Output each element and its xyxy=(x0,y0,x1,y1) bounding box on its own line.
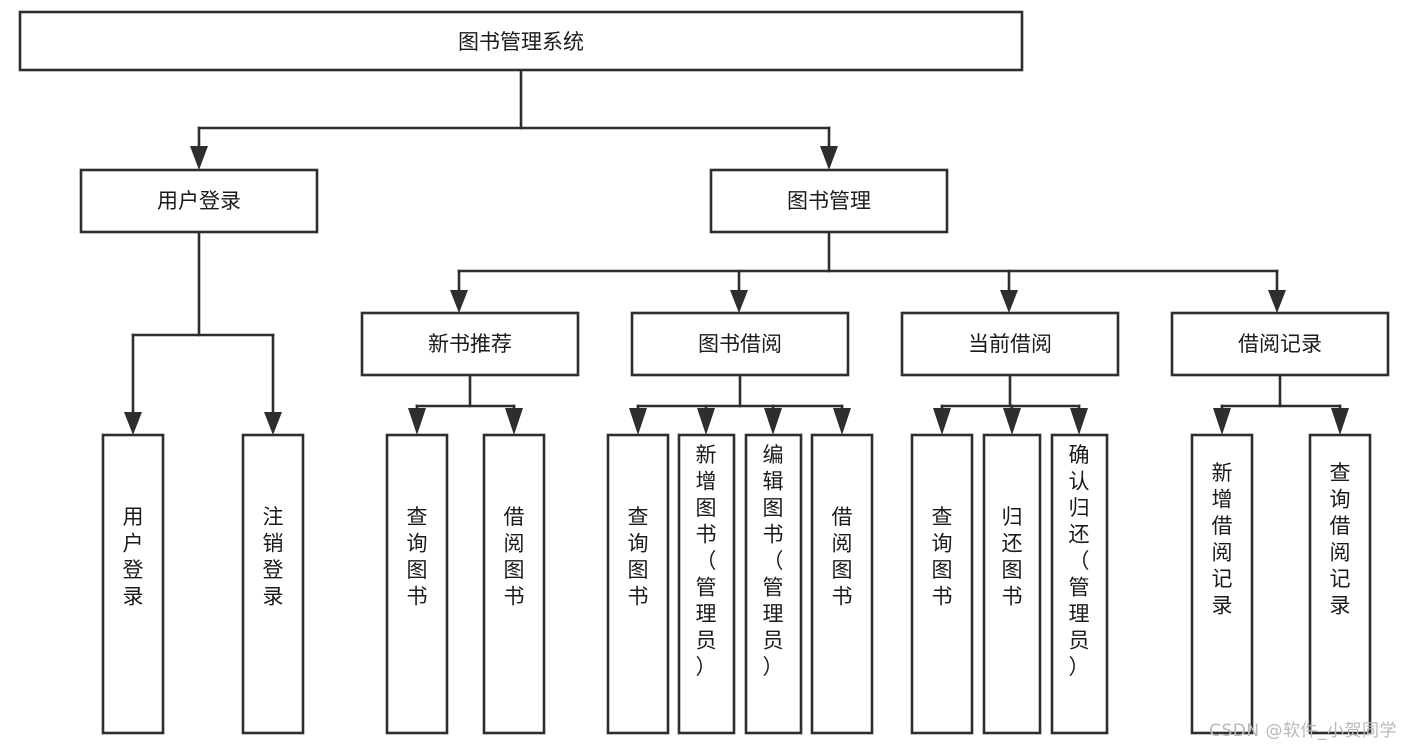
node-leaf-add-book-label: 新增图书（管理员） xyxy=(696,443,717,679)
node-borrow-record-label: 借阅记录 xyxy=(1238,332,1322,356)
node-new-book-rec-box[interactable] xyxy=(360,311,580,377)
node-leaf-edit-book-box[interactable] xyxy=(744,433,803,735)
node-leaf-confirm-return[interactable]: 确认归还（管理员） xyxy=(1050,433,1109,735)
node-leaf-logout[interactable]: 注销登录 xyxy=(241,433,305,735)
node-user-login-label: 用户登录 xyxy=(157,189,241,213)
node-leaf-return-book-box[interactable] xyxy=(982,433,1042,735)
arrow-head-leaf-add-book xyxy=(697,408,715,435)
node-leaf-query-book-3-label: 查询图书 xyxy=(932,505,953,609)
connector-group-user-login xyxy=(124,230,282,435)
arrow-head-leaf-borrow-book-2 xyxy=(833,408,851,435)
node-book-borrow[interactable]: 图书借阅 xyxy=(630,311,850,377)
node-leaf-query-book-2-box[interactable] xyxy=(606,433,670,735)
arrow-head-leaf-query-book-1 xyxy=(408,408,426,435)
node-leaf-borrow-book-2-box[interactable] xyxy=(810,433,874,735)
node-leaf-query-book-1[interactable]: 查询图书 xyxy=(385,433,449,735)
node-leaf-confirm-return-box[interactable] xyxy=(1050,433,1109,735)
node-current-borrow-box[interactable] xyxy=(900,311,1120,377)
arrow-head-leaf-query-book-3 xyxy=(933,408,951,435)
node-root[interactable]: 图书管理系统 xyxy=(18,10,1024,72)
node-user-login-box[interactable] xyxy=(79,168,319,234)
arrow-head-user-login xyxy=(190,146,208,170)
arrow-head-leaf-borrow-book-1 xyxy=(505,408,523,435)
node-new-book-rec[interactable]: 新书推荐 xyxy=(360,311,580,377)
node-leaf-logout-label: 注销登录 xyxy=(263,505,284,609)
node-leaf-edit-book[interactable]: 编辑图书（管理员） xyxy=(744,433,803,735)
node-leaf-query-record-box[interactable] xyxy=(1308,433,1372,735)
arrow-head-leaf-edit-book xyxy=(764,408,782,435)
node-leaf-user-login[interactable]: 用户登录 xyxy=(101,433,165,735)
connector-group-book-borrow xyxy=(629,373,851,435)
node-new-book-rec-label: 新书推荐 xyxy=(428,332,512,356)
node-leaf-return-book[interactable]: 归还图书 xyxy=(982,433,1042,735)
arrow-head-book-borrow xyxy=(730,290,748,313)
node-borrow-record-box[interactable] xyxy=(1170,311,1390,377)
node-leaf-add-record-box[interactable] xyxy=(1190,433,1254,735)
connector-group-book-manage xyxy=(450,230,1286,313)
arrow-head-borrow-record xyxy=(1268,290,1286,313)
node-book-borrow-box[interactable] xyxy=(630,311,850,377)
connector-group-root xyxy=(190,68,838,170)
node-leaf-query-record-label: 查询借阅记录 xyxy=(1330,461,1351,618)
node-leaf-query-record[interactable]: 查询借阅记录 xyxy=(1308,433,1372,735)
node-leaf-query-book-2[interactable]: 查询图书 xyxy=(606,433,670,735)
node-leaf-query-book-3[interactable]: 查询图书 xyxy=(910,433,974,735)
arrow-head-leaf-query-record xyxy=(1331,408,1349,435)
node-current-borrow-label: 当前借阅 xyxy=(968,332,1052,356)
arrow-head-leaf-return-book xyxy=(1003,408,1021,435)
arrow-head-leaf-logout xyxy=(264,412,282,435)
arrow-head-leaf-query-book-2 xyxy=(629,408,647,435)
node-leaf-add-record-label: 新增借阅记录 xyxy=(1212,461,1233,618)
node-book-manage[interactable]: 图书管理 xyxy=(709,168,949,234)
arrow-head-current-borrow xyxy=(1000,290,1018,313)
connector-group-new-book-rec xyxy=(408,373,523,435)
node-leaf-query-book-1-box[interactable] xyxy=(385,433,449,735)
node-leaf-query-book-3-box[interactable] xyxy=(910,433,974,735)
node-leaf-add-book[interactable]: 新增图书（管理员） xyxy=(677,433,736,735)
node-root-box[interactable] xyxy=(18,10,1024,72)
node-leaf-query-book-1-label: 查询图书 xyxy=(407,505,428,609)
node-leaf-edit-book-label: 编辑图书（管理员） xyxy=(763,443,784,679)
node-book-borrow-label: 图书借阅 xyxy=(698,332,782,356)
csdn-watermark: CSDN @软件_小贺同学 xyxy=(1209,721,1397,741)
node-leaf-borrow-book-2-label: 借阅图书 xyxy=(832,505,853,609)
node-leaf-logout-box[interactable] xyxy=(241,433,305,735)
node-user-login[interactable]: 用户登录 xyxy=(79,168,319,234)
node-current-borrow[interactable]: 当前借阅 xyxy=(900,311,1120,377)
arrow-head-new-book-rec xyxy=(450,290,468,313)
node-leaf-borrow-book-2[interactable]: 借阅图书 xyxy=(810,433,874,735)
node-root-label: 图书管理系统 xyxy=(458,30,584,54)
node-leaf-add-book-box[interactable] xyxy=(677,433,736,735)
node-book-manage-box[interactable] xyxy=(709,168,949,234)
arrow-head-leaf-user-login xyxy=(124,412,142,435)
node-borrow-record[interactable]: 借阅记录 xyxy=(1170,311,1390,377)
node-leaf-borrow-book-1-label: 借阅图书 xyxy=(504,505,525,609)
node-leaf-user-login-label: 用户登录 xyxy=(123,505,144,609)
node-leaf-user-login-box[interactable] xyxy=(101,433,165,735)
node-leaf-confirm-return-label: 确认归还（管理员） xyxy=(1069,443,1090,679)
arrow-head-leaf-add-record xyxy=(1213,408,1231,435)
node-leaf-add-record[interactable]: 新增借阅记录 xyxy=(1190,433,1254,735)
connector-group-borrow-record xyxy=(1213,373,1349,435)
node-leaf-return-book-label: 归还图书 xyxy=(1002,505,1023,609)
arrow-head-book-manage xyxy=(820,146,838,170)
node-leaf-borrow-book-1-box[interactable] xyxy=(482,433,546,735)
node-book-manage-label: 图书管理 xyxy=(787,189,871,213)
arrow-head-leaf-confirm-return xyxy=(1070,408,1088,435)
node-leaf-query-book-2-label: 查询图书 xyxy=(628,505,649,609)
connector-group-current-borrow xyxy=(933,373,1088,435)
node-leaf-borrow-book-1[interactable]: 借阅图书 xyxy=(482,433,546,735)
